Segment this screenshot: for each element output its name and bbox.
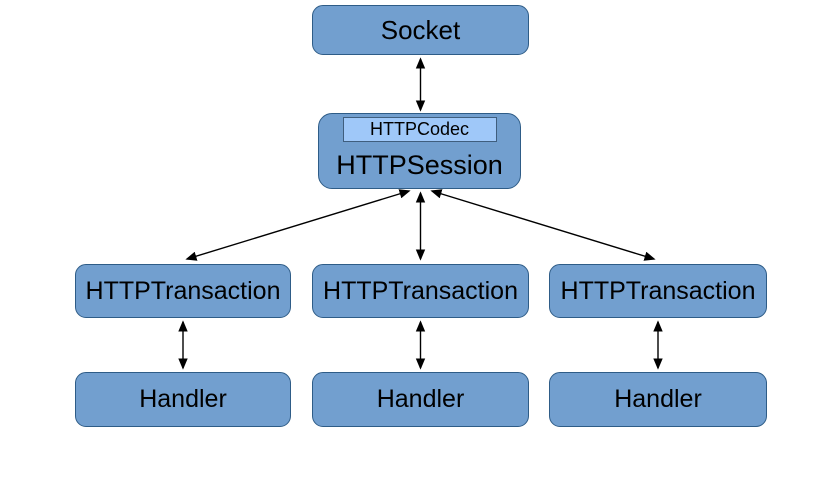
edge-httpsession-transaction-right bbox=[430, 189, 656, 261]
edge-httpsession-transaction-left bbox=[185, 189, 411, 261]
node-httpsession: HTTPCodec HTTPSession bbox=[318, 113, 521, 189]
node-httptransaction-left: HTTPTransaction bbox=[75, 264, 291, 318]
node-handler-left: Handler bbox=[75, 372, 291, 427]
httpsession-label: HTTPSession bbox=[336, 149, 503, 180]
node-httptransaction-center: HTTPTransaction bbox=[312, 264, 529, 318]
handler-center-label: Handler bbox=[376, 385, 465, 413]
node-httptransaction-right: HTTPTransaction bbox=[549, 264, 767, 318]
httptransaction-center-label: HTTPTransaction bbox=[323, 276, 518, 305]
node-socket: Socket bbox=[312, 5, 529, 55]
node-httpcodec: HTTPCodec bbox=[342, 117, 497, 142]
handler-left-label: Handler bbox=[139, 385, 227, 413]
node-handler-center: Handler bbox=[312, 372, 529, 427]
httptransaction-right-label: HTTPTransaction bbox=[560, 276, 756, 305]
socket-label: Socket bbox=[380, 14, 461, 45]
handler-right-label: Handler bbox=[614, 385, 702, 413]
httpcodec-label: HTTPCodec bbox=[369, 119, 470, 139]
httptransaction-left-label: HTTPTransaction bbox=[85, 276, 281, 305]
node-handler-right: Handler bbox=[549, 372, 767, 427]
